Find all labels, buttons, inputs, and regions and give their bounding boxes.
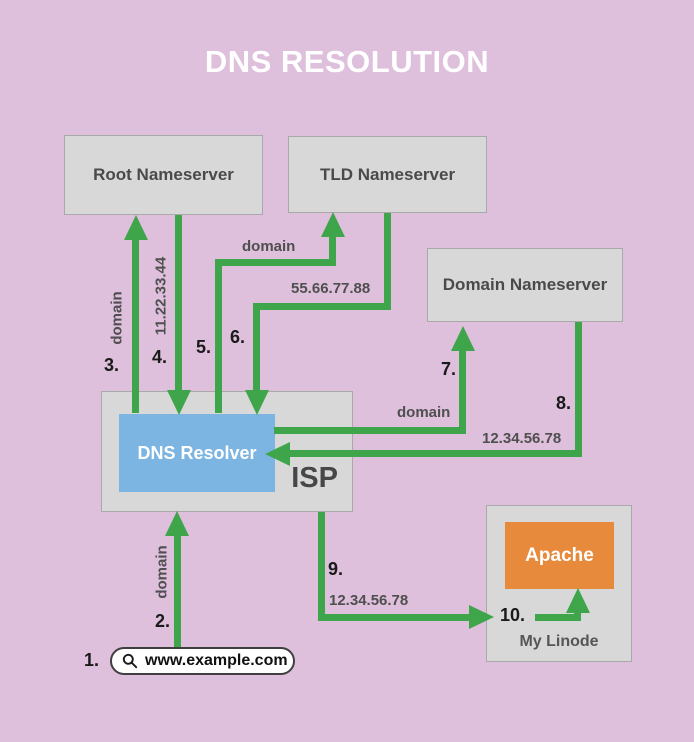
step-10-label: 10. [500, 605, 526, 625]
edge-label-ip-from-domainns: 12.34.56.78 [482, 430, 562, 447]
arrow7-line-vertical [459, 350, 466, 434]
arrow5-line-riser [329, 236, 336, 266]
step-1-label: 1. [84, 650, 100, 670]
edge-label-domain-to-root: domain [108, 291, 126, 345]
search-value: www.example.com [145, 652, 288, 669]
step-9-label: 9. [328, 559, 344, 579]
dns-resolver-label: DNS Resolver [137, 442, 257, 463]
domain-nameserver-label: Domain Nameserver [442, 275, 608, 294]
arrow2-arrowhead-up-icon [165, 511, 189, 536]
arrow10-arrowhead-up-icon [566, 588, 590, 613]
arrow3-line [132, 240, 139, 413]
arrow5-line-vertical [215, 259, 222, 413]
edge-label-domain-to-domainns: domain [397, 404, 451, 421]
arrow5-arrowhead-up-icon [321, 212, 345, 237]
arrow8-line-horizontal [288, 450, 582, 457]
tld-nameserver-box: TLD Nameserver [288, 136, 487, 213]
arrow6-line-horizontal [253, 303, 391, 310]
arrow6-arrowhead-down-icon [245, 390, 269, 415]
arrow9-line-horizontal [318, 614, 470, 621]
tld-nameserver-label: TLD Nameserver [319, 164, 456, 184]
my-linode-label: My Linode [519, 633, 599, 650]
root-nameserver-label: Root Nameserver [93, 165, 234, 184]
root-nameserver-box: Root Nameserver [64, 135, 263, 215]
step-6-label: 6. [230, 327, 246, 347]
step-7-label: 7. [441, 359, 457, 379]
arrow2-line [174, 536, 181, 648]
arrow3-arrowhead-up-icon [124, 215, 148, 240]
edge-label-domain-query: domain [153, 545, 171, 599]
edge-label-final-ip: 12.34.56.78 [329, 592, 409, 609]
arrow6-line-vertical [253, 303, 260, 390]
step-4-label: 4. [152, 347, 168, 367]
apache-label: Apache [525, 544, 594, 566]
dns-resolver-box: DNS Resolver [119, 414, 275, 492]
search-box[interactable]: www.example.com [110, 647, 295, 675]
diagram-title: DNS RESOLUTION [204, 44, 490, 79]
arrow4-arrowhead-down-icon [167, 390, 191, 415]
edge-label-ip-from-tld: 55.66.77.88 [291, 280, 371, 297]
search-icon [122, 653, 138, 669]
arrow8-line-vertical [575, 322, 582, 457]
arrow7-arrowhead-up-icon [451, 326, 475, 351]
arrow9-line-vertical [318, 512, 325, 621]
arrow7-line-horizontal [274, 427, 466, 434]
arrow9-arrowhead-right-icon [469, 605, 494, 629]
arrow4-line [175, 215, 182, 390]
step-5-label: 5. [196, 337, 212, 357]
domain-nameserver-box: Domain Nameserver [427, 248, 623, 322]
step-3-label: 3. [104, 355, 120, 375]
my-linode-box: Apache My Linode [486, 505, 632, 662]
step-8-label: 8. [556, 393, 572, 413]
edge-label-ip-from-root: 11.22.33.44 [152, 256, 170, 336]
apache-box: Apache [505, 522, 614, 589]
step-2-label: 2. [155, 611, 171, 631]
isp-label: ISP [291, 462, 338, 494]
edge-label-domain-to-tld: domain [242, 238, 296, 255]
arrow10-line-horizontal [535, 614, 581, 621]
arrow6-line-riser [384, 213, 391, 310]
arrow5-line-horizontal [215, 259, 336, 266]
arrow8-arrowhead-left-icon [265, 442, 290, 466]
arrow10-line-vertical [574, 611, 581, 621]
